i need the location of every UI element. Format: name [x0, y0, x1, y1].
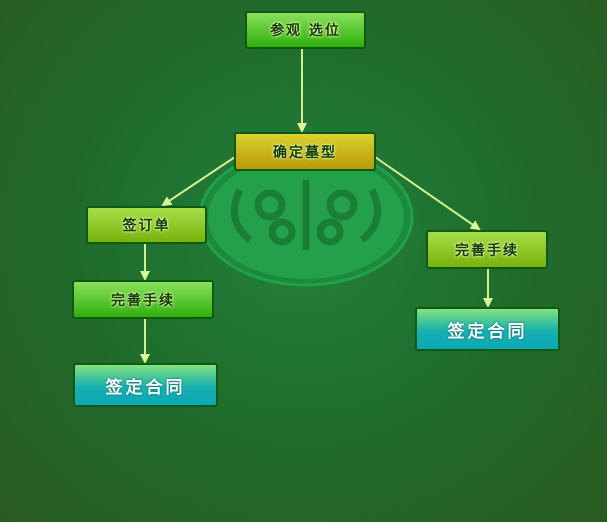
node-complete-procedures-right: 完善手续 — [426, 230, 548, 269]
node-visit-select: 参观 选位 — [245, 11, 366, 49]
node-sign-order: 签订单 — [86, 206, 207, 244]
node-sign-contract-left: 签定合同 — [73, 363, 218, 407]
node-complete-procedures-left: 完善手续 — [72, 280, 214, 319]
node-sign-contract-right: 签定合同 — [415, 307, 560, 351]
arrow-type-to-order — [161, 156, 236, 207]
emblem-decoration — [198, 147, 414, 287]
arrow-type-to-complete-right — [374, 156, 481, 231]
node-choose-tomb-type: 确定墓型 — [234, 132, 376, 171]
